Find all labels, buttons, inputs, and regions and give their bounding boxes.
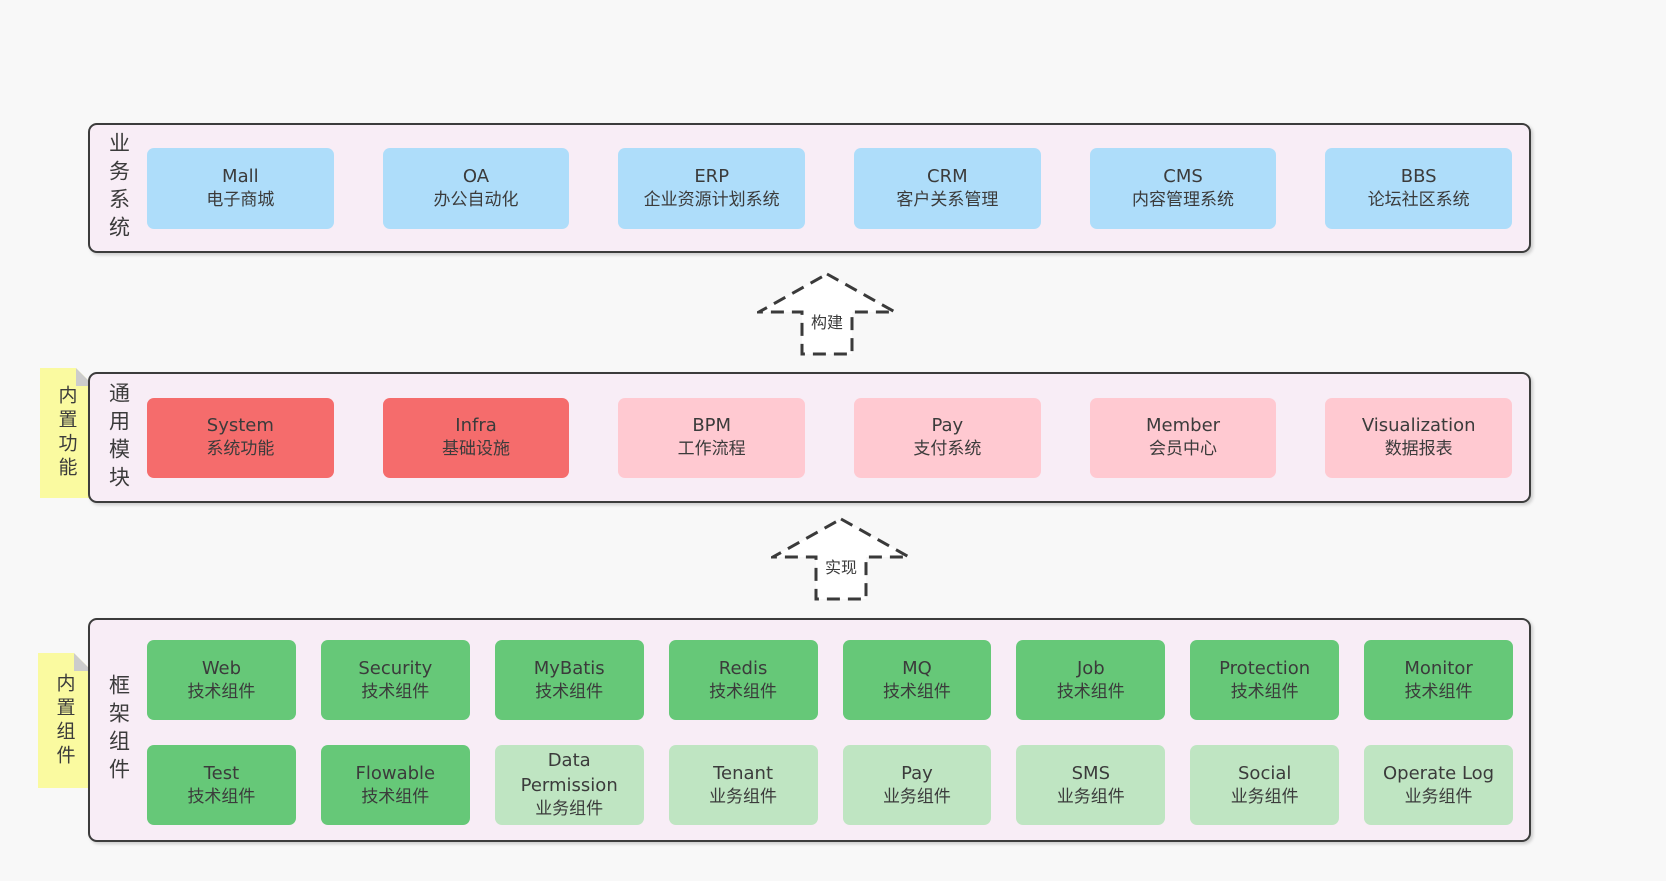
layer-modules-label: 通用模块 — [106, 381, 131, 494]
box-title: Tenant — [713, 762, 774, 784]
business-boxes: Mall 电子商城 OA 办公自动化 ERP 企业资源计划系统 CRM 客户关系… — [147, 125, 1529, 251]
box-tenant: Tenant 业务组件 — [668, 745, 818, 825]
box-title: Web — [201, 657, 242, 679]
box-member: Member 会员中心 — [1089, 397, 1277, 478]
box-subtitle: 企业资源计划系统 — [643, 189, 780, 210]
box-title: Data Permission — [520, 749, 618, 797]
box-subtitle: 技术组件 — [187, 681, 256, 702]
box-title: System — [206, 415, 274, 436]
box-title: Redis — [718, 657, 768, 679]
box-title: Mall — [222, 165, 259, 187]
box-redis: Redis 技术组件 — [668, 640, 818, 720]
box-subtitle: 技术组件 — [535, 681, 604, 702]
box-title: Protection — [1219, 657, 1311, 679]
box-subtitle: 基础设施 — [442, 439, 510, 460]
box-oa: OA 办公自动化 — [382, 147, 570, 229]
box-title: Social — [1238, 762, 1292, 784]
layer-components-label: 框架组件 — [106, 674, 131, 786]
layer-business-label: 业务系统 — [106, 132, 131, 244]
box-pay-system: Pay 支付系统 — [854, 397, 1041, 478]
box-subtitle: 系统功能 — [206, 439, 275, 460]
box-subtitle: 技术组件 — [709, 681, 778, 702]
box-subtitle: 业务组件 — [1404, 786, 1473, 807]
box-subtitle: 数据报表 — [1384, 439, 1453, 460]
box-subtitle: 业务组件 — [1230, 786, 1299, 807]
box-bbs: BBS 论坛社区系统 — [1325, 147, 1513, 229]
box-crm: CRM 客户关系管理 — [854, 147, 1041, 229]
box-title: Infra — [455, 415, 497, 436]
box-data-permission: Data Permission 业务组件 — [494, 745, 644, 825]
box-mybatis: MyBatis 技术组件 — [494, 640, 644, 720]
box-subtitle: 论坛社区系统 — [1367, 189, 1470, 210]
box-subtitle: 办公自动化 — [433, 189, 519, 210]
box-subtitle: 业务组件 — [1056, 786, 1125, 807]
box-subtitle: 内容管理系统 — [1132, 189, 1235, 210]
box-title: Member — [1146, 415, 1221, 436]
box-bpm: BPM 工作流程 — [618, 397, 806, 478]
box-operate-log: Operate Log 业务组件 — [1364, 745, 1513, 825]
sticky-note-builtin-components: 内置组件 — [38, 653, 92, 788]
box-pay-business: Pay 业务组件 — [842, 745, 992, 825]
sticky-note-builtin-functions: 内置功能 — [40, 368, 94, 498]
box-subtitle: 业务组件 — [882, 786, 951, 807]
module-boxes: System 系统功能 Infra 基础设施 BPM 工作流程 Pay 支付系统… — [147, 374, 1529, 501]
layer-common-modules: 通用模块 System 系统功能 Infra 基础设施 BPM 工作流程 Pay… — [88, 372, 1531, 503]
box-title: Operate Log — [1383, 762, 1495, 784]
arrow-up-implement: 实现 — [771, 517, 911, 601]
box-title: Visualization — [1361, 415, 1476, 436]
box-title: Job — [1076, 657, 1105, 679]
box-subtitle: 电子商城 — [206, 189, 275, 210]
layer-business-systems: 业务系统 Mall 电子商城 OA 办公自动化 ERP 企业资源计划系统 CRM… — [88, 123, 1531, 253]
box-subtitle: 技术组件 — [882, 681, 951, 702]
box-subtitle: 技术组件 — [1056, 681, 1125, 702]
box-subtitle: 客户关系管理 — [896, 189, 999, 210]
box-title: BPM — [692, 415, 732, 436]
box-title: Test — [203, 762, 240, 784]
box-cms: CMS 内容管理系统 — [1089, 147, 1277, 229]
box-subtitle: 支付系统 — [913, 439, 982, 460]
box-title: CRM — [927, 165, 968, 187]
box-title: MQ — [902, 657, 932, 679]
box-job: Job 技术组件 — [1016, 640, 1166, 720]
box-social: Social 业务组件 — [1190, 745, 1340, 825]
box-protection: Protection 技术组件 — [1190, 640, 1340, 720]
box-mall: Mall 电子商城 — [147, 147, 334, 229]
component-boxes: Web 技术组件 Security 技术组件 MyBatis 技术组件 Redi… — [147, 620, 1529, 840]
box-infra: Infra 基础设施 — [382, 397, 570, 478]
box-monitor: Monitor 技术组件 — [1364, 640, 1513, 720]
box-subtitle: 技术组件 — [361, 786, 430, 807]
box-title: Monitor — [1404, 657, 1473, 679]
box-subtitle: 技术组件 — [1230, 681, 1299, 702]
box-sms: SMS 业务组件 — [1016, 745, 1166, 825]
box-system: System 系统功能 — [147, 397, 334, 478]
arrow-build-label: 构建 — [807, 308, 847, 334]
layer-framework-components: 框架组件 Web 技术组件 Security 技术组件 MyBatis 技术组件… — [88, 618, 1531, 842]
box-visualization: Visualization 数据报表 — [1325, 397, 1513, 478]
box-title: Pay — [901, 762, 933, 784]
box-security: Security 技术组件 — [320, 640, 470, 720]
box-title: Flowable — [355, 762, 436, 784]
box-subtitle: 技术组件 — [361, 681, 430, 702]
box-title: OA — [462, 165, 490, 187]
box-flowable: Flowable 技术组件 — [320, 745, 470, 825]
arrow-implement-label: 实现 — [821, 553, 861, 579]
box-title: Pay — [931, 415, 964, 436]
box-erp: ERP 企业资源计划系统 — [618, 147, 806, 229]
box-title: ERP — [694, 165, 730, 187]
box-subtitle: 业务组件 — [709, 786, 778, 807]
box-title: Security — [358, 657, 433, 679]
box-title: MyBatis — [533, 657, 605, 679]
arrow-up-build: 构建 — [757, 272, 897, 356]
box-title: BBS — [1400, 165, 1437, 187]
box-subtitle: 技术组件 — [1404, 681, 1473, 702]
box-subtitle: 业务组件 — [535, 799, 604, 820]
box-title: SMS — [1071, 762, 1110, 784]
box-test: Test 技术组件 — [147, 745, 296, 825]
box-mq: MQ 技术组件 — [842, 640, 992, 720]
box-subtitle: 会员中心 — [1149, 439, 1218, 460]
box-title: CMS — [1163, 165, 1203, 187]
box-subtitle: 技术组件 — [187, 786, 256, 807]
box-subtitle: 工作流程 — [677, 439, 746, 460]
box-web: Web 技术组件 — [147, 640, 296, 720]
